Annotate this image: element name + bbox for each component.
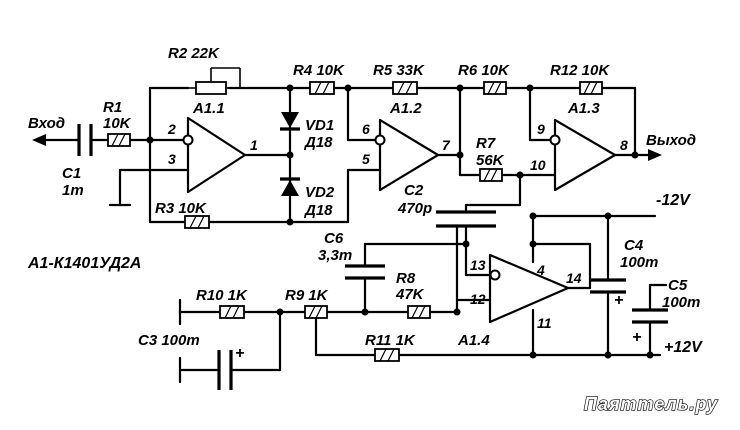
resistor-r8 [407,305,431,319]
resistor-r6 [483,81,507,95]
r4-label: R4 10K [293,62,345,79]
opamp-a11 [182,116,247,194]
a12-pin5: 5 [362,151,370,167]
r10-label: R10 1K [196,287,248,304]
a13-pin10: 10 [530,157,546,173]
ic-type-label: A1-К1401УД2А [27,255,141,272]
output-arrow-icon [648,149,662,161]
capacitor-c2 [436,210,496,228]
r5-label: R5 33K [373,62,425,79]
opamp-a12 [374,118,440,192]
c6-name: C6 [324,230,344,247]
diode-vd1 [280,112,300,131]
resistor-r9 [304,305,328,319]
a13-pin9: 9 [537,121,545,137]
c4-plus-sign: + [614,292,623,309]
opamp-a14 [488,253,570,324]
resistors [107,67,603,362]
a12-pin6: 6 [362,121,370,137]
c3-plus-sign: + [235,345,244,362]
opamp-a13 [549,118,617,192]
resistor-r5 [392,81,418,95]
vd2-type: Д18 [303,202,333,219]
capacitor-c1 [77,124,93,156]
resistor-r11 [374,348,400,362]
a14-pin4: 4 [536,262,545,278]
a14-pin12: 12 [470,291,486,307]
c1-value: 1m [62,182,84,199]
capacitor-c3 [217,350,233,390]
r6-label: R6 10K [458,62,510,79]
vd1-type: Д18 [303,134,333,151]
capacitors [77,124,668,390]
resistor-r10 [219,305,245,319]
capacitor-c5 [632,308,668,324]
a12-pin7: 7 [442,137,451,153]
negative-supply-label: -12V [656,192,691,209]
capacitor-c4 [590,278,626,294]
a14-pin11: 11 [537,315,552,331]
diode-vd2 [280,177,300,196]
c5-name: C5 [668,277,688,294]
r12-label: R12 10K [550,62,610,79]
c6-value: 3,3m [318,247,352,264]
c5-value: 100m [662,294,700,311]
capacitor-c6 [345,264,385,280]
watermark-text: Паяттель.ру [584,394,718,414]
r7-name: R7 [476,135,496,152]
r8-name: R8 [396,270,416,287]
c2-name: C2 [404,182,424,199]
a12-label: A1.2 [389,100,422,117]
a13-label: A1.3 [567,100,600,117]
resistor-r2 [188,67,241,95]
a11-pin3: 3 [168,151,176,167]
r1-name: R1 [103,99,122,116]
resistor-r1 [107,133,131,147]
r8-value: 47K [395,286,425,303]
junctions [146,84,654,359]
r7-value: 56K [476,152,505,169]
a11-pin2: 2 [167,121,176,137]
c1-name: C1 [62,165,81,182]
vd2-name: VD2 [305,184,335,201]
a14-pin14: 14 [566,270,582,286]
resistor-r7 [479,168,503,182]
a14-pin13: 13 [470,257,486,273]
arrows [32,134,662,161]
output-label: Выход [646,132,696,149]
r11-label: R11 1K [365,332,416,349]
diodes [280,112,300,196]
resistor-r12 [579,81,603,95]
r2-label: R2 22K [168,45,220,62]
c5-plus-sign: + [632,329,641,346]
vd1-name: VD1 [305,117,334,134]
a11-pin1: 1 [250,137,258,153]
c4-name: C4 [624,237,644,254]
resistor-r4 [309,81,335,95]
a13-pin8: 8 [620,137,628,153]
c2-value: 470p [397,200,432,217]
resistor-r3 [184,215,210,229]
positive-supply-label: +12V [664,339,703,356]
a14-label: A1.4 [457,332,490,349]
c3-label: C3 100m [138,332,200,349]
input-label: Вход [28,115,65,132]
c4-value: 100m [620,254,658,271]
r3-label: R3 10K [155,200,207,217]
input-arrow-icon [32,134,46,146]
a11-label: A1.1 [192,100,225,117]
r9-label: R9 1K [285,287,329,304]
opamps [182,116,617,324]
r1-value: 10K [103,115,132,132]
